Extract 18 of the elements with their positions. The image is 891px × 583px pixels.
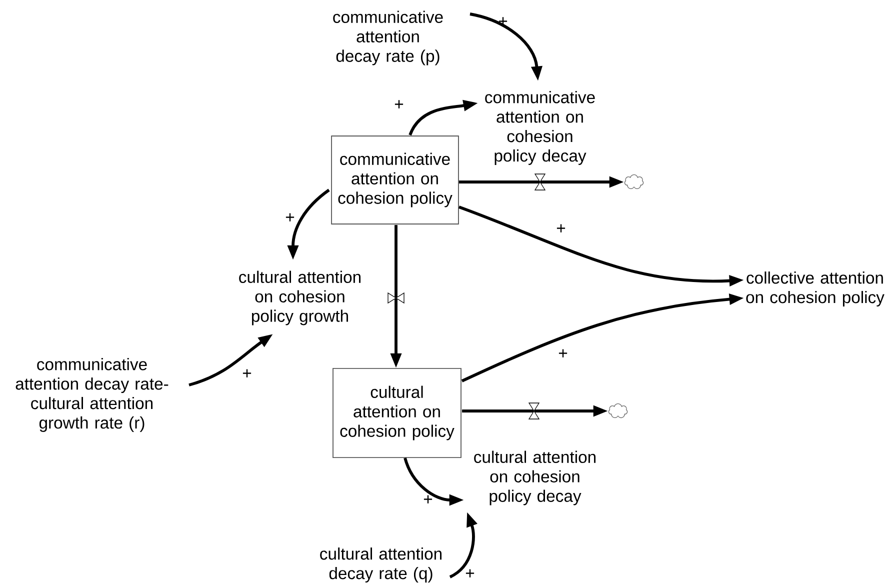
variable-label: collective attention on cohesion policy bbox=[746, 272, 884, 306]
polarity-sign: + bbox=[558, 349, 568, 358]
variable-label: cultural attention on cohesion policy decay bbox=[474, 450, 596, 506]
polarity-sign: + bbox=[242, 369, 252, 378]
variable-label: cultural attention on cohesion policy growth bbox=[239, 270, 360, 326]
variable-label: communicative attention on cohesion policy decay bbox=[485, 91, 595, 165]
variable-label: communicative attention decay rate (p) bbox=[333, 10, 443, 66]
cloud-symbol bbox=[608, 403, 628, 418]
stock-box: cultural attention on cohesion policy bbox=[332, 368, 462, 458]
variable-label: cultural attention decay rate (q) bbox=[320, 548, 442, 582]
polarity-sign: + bbox=[466, 569, 474, 578]
polarity-sign: + bbox=[556, 224, 566, 232]
polarity-sign: + bbox=[286, 213, 294, 222]
cloud-symbol bbox=[624, 174, 644, 190]
variable-label: communicative attention decay rate-cultural attention growth rate (r) bbox=[16, 358, 168, 432]
stock-box: communicative attention on cohesion policy bbox=[331, 136, 459, 224]
polarity-sign: + bbox=[424, 495, 432, 504]
polarity-sign: + bbox=[394, 100, 404, 108]
